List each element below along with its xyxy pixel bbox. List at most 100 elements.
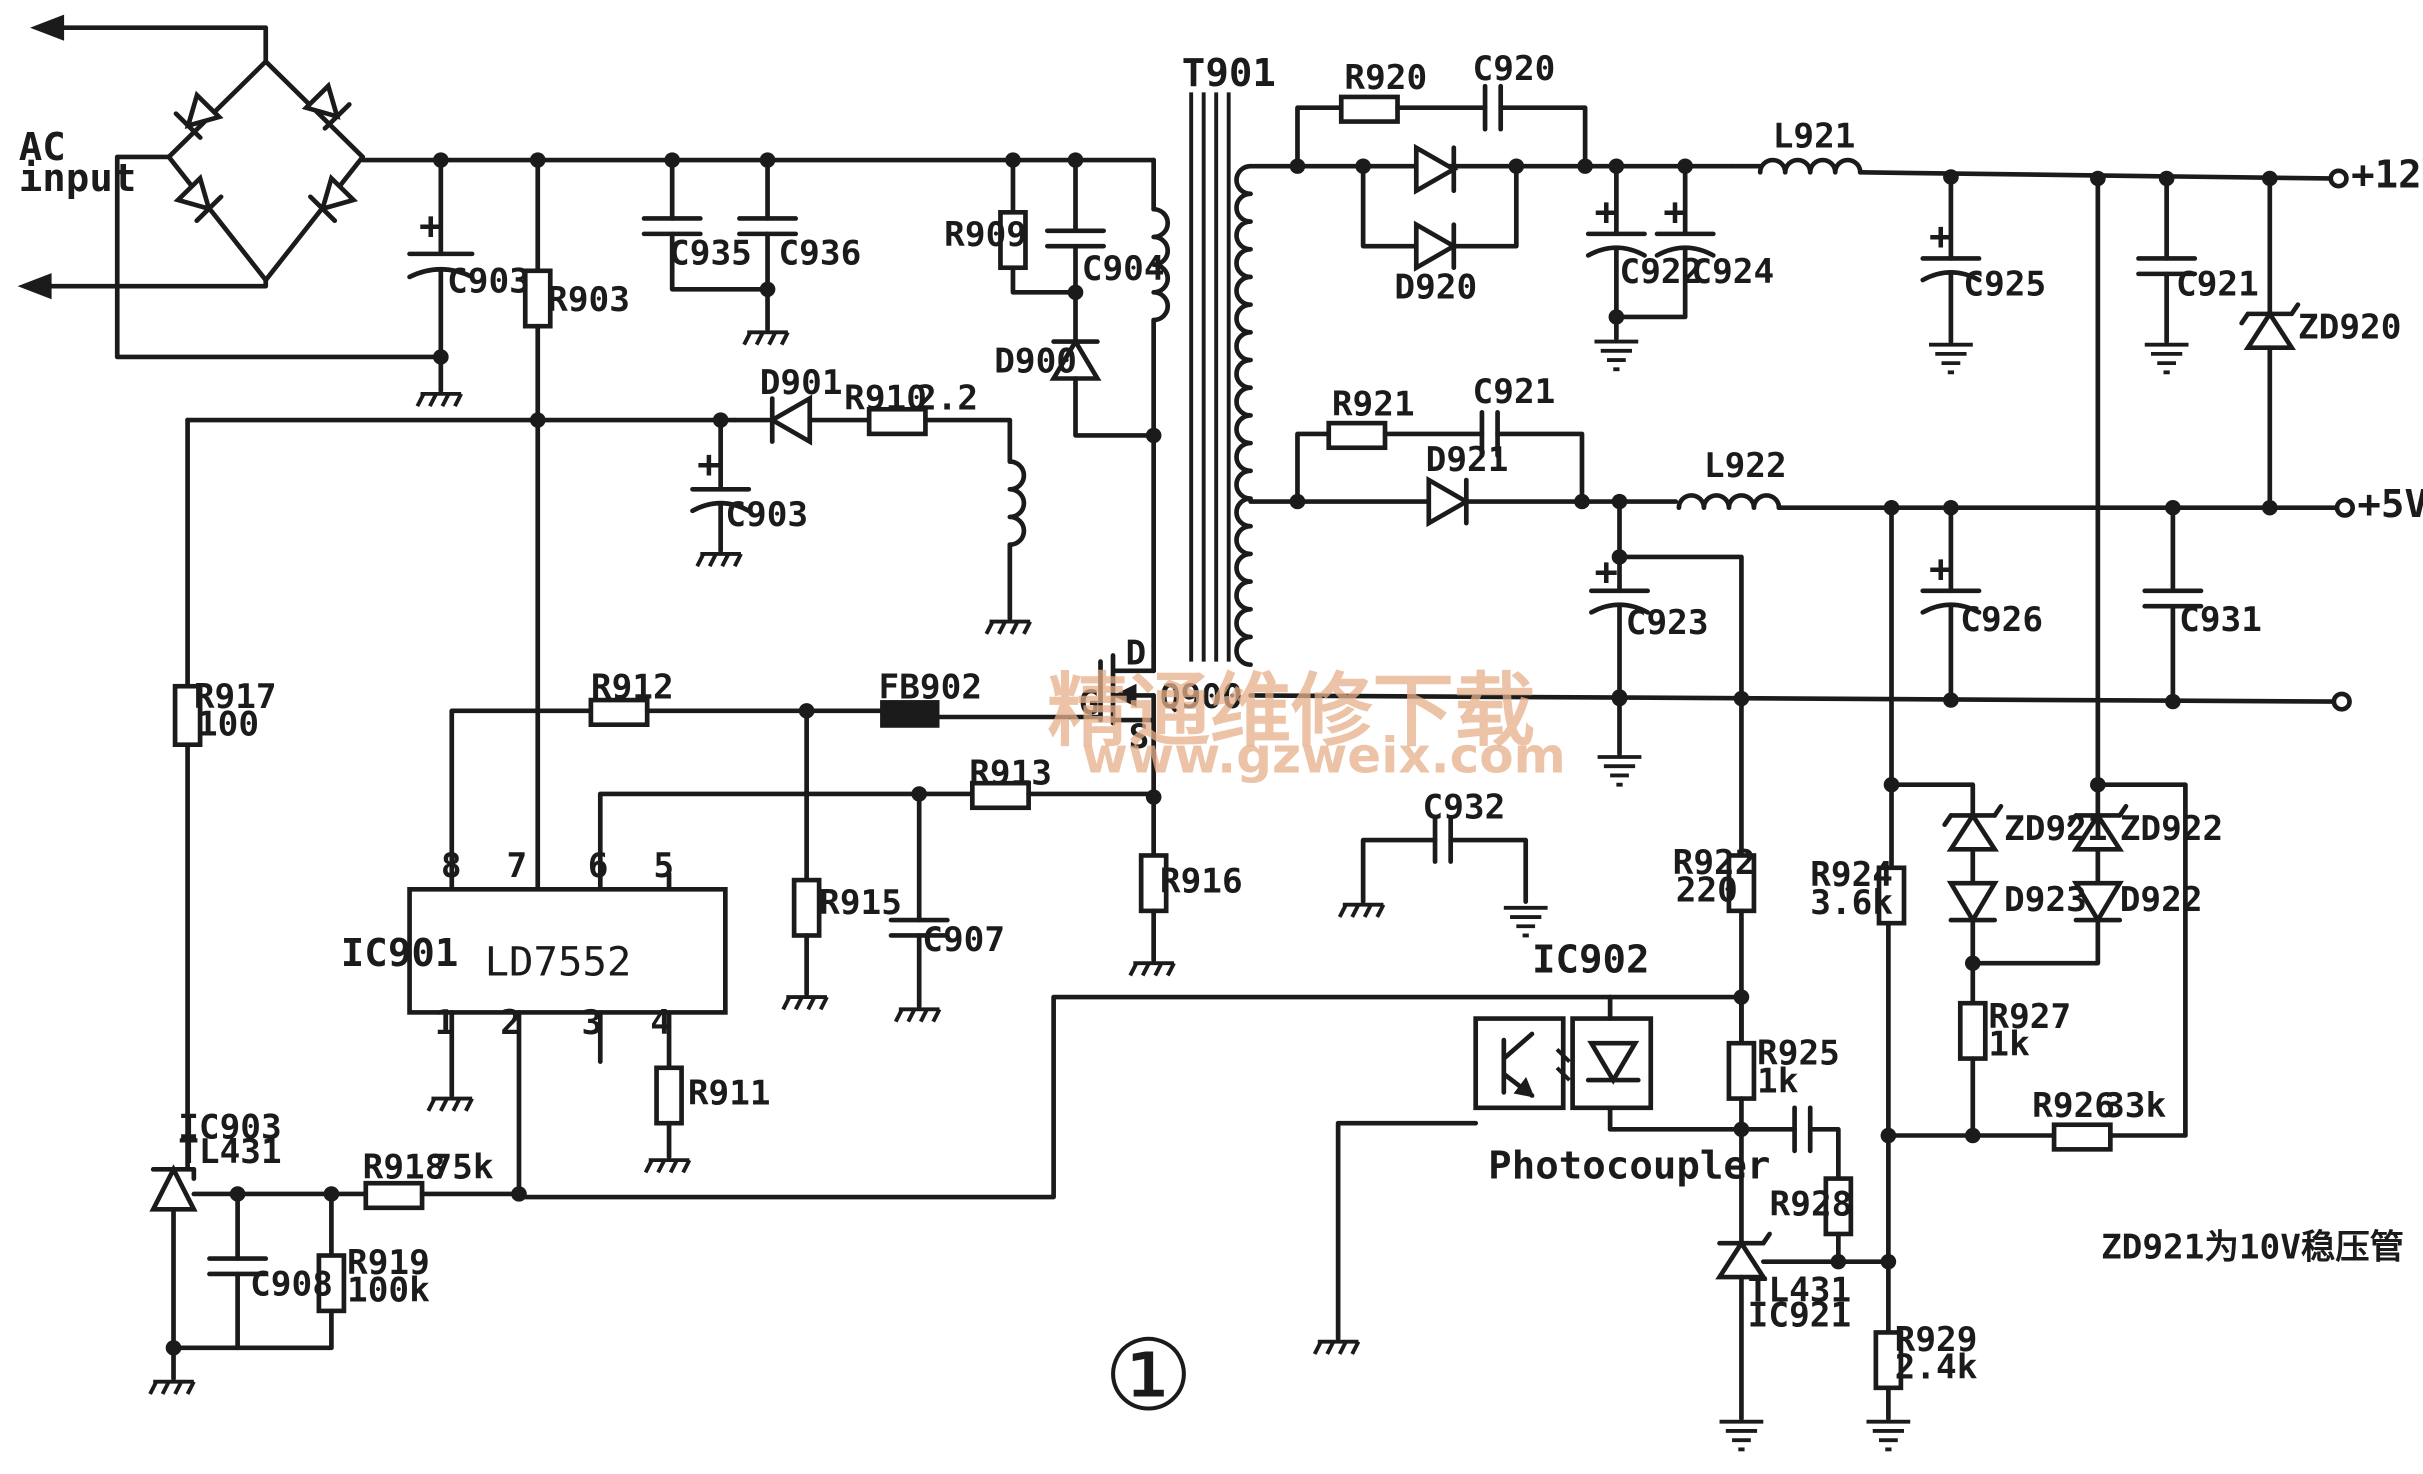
r912-label: R912 <box>591 668 674 708</box>
r910-value: 2.2 <box>916 379 978 419</box>
r920-label: R920 <box>1344 58 1427 98</box>
c936-label: C936 <box>778 234 861 274</box>
r929-value: 2.4k <box>1895 1348 1978 1388</box>
pin-4-label: 4 <box>650 1003 671 1043</box>
c931-label: C931 <box>2179 600 2262 640</box>
zd922-label: ZD922 <box>2120 809 2223 849</box>
watermark-text: 精通维修下载 <box>1047 665 1535 758</box>
output-5v-label: +5V <box>2357 482 2423 527</box>
pin-8-label: 8 <box>441 846 462 886</box>
ic903-region <box>148 417 1613 1396</box>
q900-source-label: S <box>1129 717 1150 757</box>
fb902-label: FB902 <box>879 668 982 708</box>
pin-6-label: 6 <box>588 846 609 886</box>
ic903-part: TL431 <box>178 1132 281 1172</box>
d921-label: D921 <box>1426 440 1509 480</box>
c924-label: C924 <box>1691 252 1774 292</box>
zd920-label: ZD920 <box>2298 308 2401 348</box>
ic903-label: IC903 <box>178 1108 281 1148</box>
ic921-label: IC921 <box>1748 1296 1851 1336</box>
ic901-controller <box>407 887 728 1200</box>
svg-text:+: + <box>1929 547 1953 592</box>
r911-label: R911 <box>688 1074 771 1114</box>
l922-label: L922 <box>1704 446 1787 486</box>
svg-text:+: + <box>1663 190 1687 235</box>
c926-label: C926 <box>1960 600 2043 640</box>
output-12v-label: +12V <box>2351 153 2423 198</box>
pin-2-label: 2 <box>500 1003 521 1043</box>
pin-5-label: 5 <box>653 846 674 886</box>
svg-text:+: + <box>1929 215 1953 260</box>
ic921-part: TL431 <box>1748 1271 1851 1311</box>
gate-drive <box>449 697 1157 1024</box>
r925-label: R925 <box>1757 1034 1840 1074</box>
r918-value: 75k <box>431 1148 493 1188</box>
r922-label: R922 <box>1673 843 1756 883</box>
c920-label: C920 <box>1473 49 1556 89</box>
d920-label: D920 <box>1394 268 1477 308</box>
r925-value: 1k <box>1757 1062 1798 1102</box>
r927-value: 1k <box>1988 1025 2029 1065</box>
pin-3-label: 3 <box>582 1003 603 1043</box>
ic902-label: IC902 <box>1532 938 1650 983</box>
r913-label: R913 <box>969 754 1052 794</box>
photocoupler-label: Photocoupler <box>1488 1144 1770 1189</box>
r921-label: R921 <box>1332 385 1415 425</box>
c935-label: C935 <box>669 234 752 274</box>
zd921-label: ZD921 <box>2004 809 2107 849</box>
q900-drain-label: D <box>1126 634 1147 674</box>
pin-7-label: 7 <box>506 846 527 886</box>
q900-gate-label: G <box>1079 683 1100 723</box>
r927-label: R927 <box>1988 997 2071 1037</box>
r910-label: R910 <box>844 379 927 419</box>
c921-5v-label: C921 <box>1473 372 1556 412</box>
d922-label: D922 <box>2120 880 2203 920</box>
r916-label: R916 <box>1160 862 1243 902</box>
c903-bulk-label: C903 <box>447 262 530 302</box>
r915-label: R915 <box>819 883 902 923</box>
feedback-network <box>1715 505 2188 1452</box>
c921-12v-label: C921 <box>2176 265 2259 305</box>
c932-label: C932 <box>1423 788 1506 828</box>
l921-label: L921 <box>1773 117 1856 157</box>
figure-number: ① <box>1104 1319 1194 1433</box>
c904-label: C904 <box>1082 249 1165 289</box>
r918-label: R918 <box>363 1148 446 1188</box>
bridge-rectifier <box>17 14 444 360</box>
r909-label: R909 <box>944 215 1027 255</box>
svg-text:+: + <box>1594 190 1618 235</box>
d900-label: D900 <box>994 342 1077 382</box>
r924-label: R924 <box>1810 855 1893 895</box>
r926-label: R926 <box>2032 1086 2115 1126</box>
r917-value: 100 <box>197 705 259 745</box>
secondary-12v: + + + <box>1248 83 2349 788</box>
d923-label: D923 <box>2004 880 2087 920</box>
svg-text:+: + <box>697 442 721 487</box>
d901-label: D901 <box>760 363 843 403</box>
c923-label: C923 <box>1626 603 1709 643</box>
ic901-part: LD7552 <box>485 939 632 986</box>
r924-value: 3.6k <box>1810 883 1893 923</box>
r917-label: R917 <box>194 677 277 717</box>
t901-label: T901 <box>1182 51 1276 96</box>
c932-cap <box>1337 816 1550 938</box>
q900-label: Q900 <box>1160 677 1243 717</box>
optocoupler <box>1312 994 1744 1356</box>
zd921-note: ZD921为10V稳压管 <box>2101 1228 2404 1268</box>
r922-value: 220 <box>1676 871 1738 911</box>
ac-input-label: AC <box>19 125 66 170</box>
hv-bus: + <box>360 152 1170 895</box>
watermark-url: www.gzweix.com <box>1082 727 1566 785</box>
ic901-label: IC901 <box>341 932 459 977</box>
r929-label: R929 <box>1895 1320 1978 1360</box>
transformer-core <box>1189 92 1253 667</box>
r919-label: R919 <box>347 1243 430 1283</box>
component-labels: C903 R903 C935 C936 R909 C904 D900 D901 … <box>178 49 2404 1387</box>
c908-label: C908 <box>250 1265 333 1305</box>
c922-label: C922 <box>1620 252 1703 292</box>
r903-label: R903 <box>547 280 630 320</box>
aux-supply: + <box>185 394 1033 636</box>
r926-value: 33k <box>2104 1086 2166 1126</box>
c903-aux-label: C903 <box>725 495 808 535</box>
r928-label: R928 <box>1770 1185 1853 1225</box>
